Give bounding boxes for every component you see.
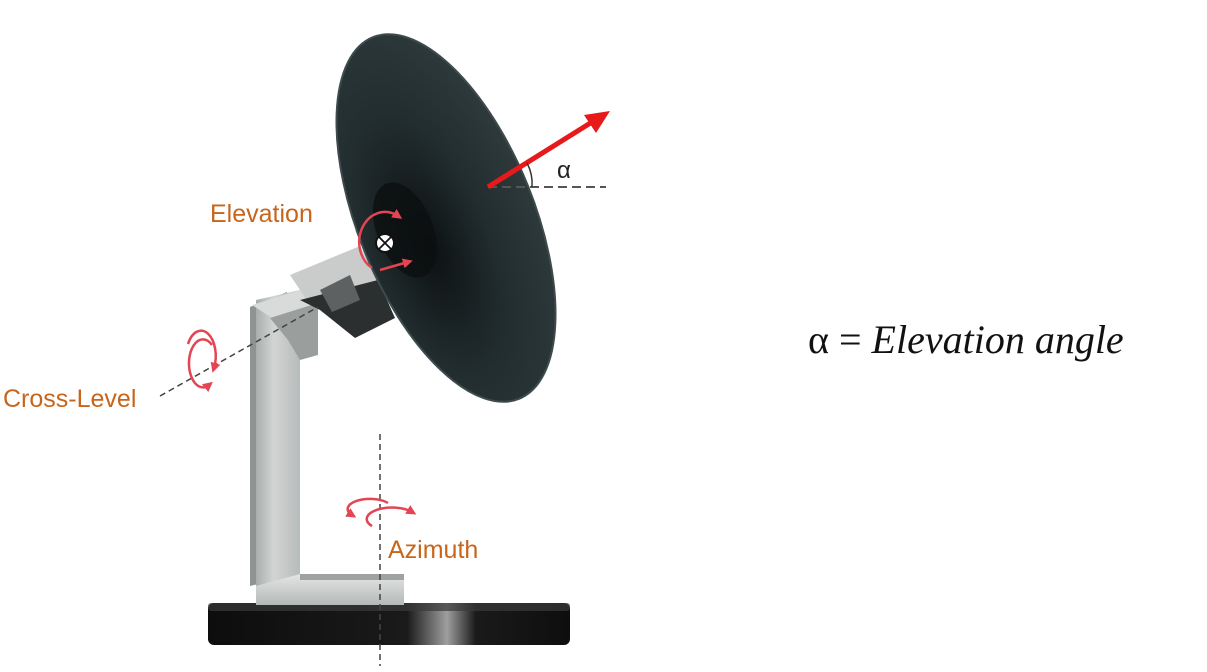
legend-text: Elevation angle (871, 317, 1124, 362)
azimuth-label: Azimuth (388, 536, 478, 564)
boresight-arrow-icon (486, 111, 610, 190)
elevation-rotation-icon (357, 209, 413, 272)
legend: α = Elevation angle (808, 317, 1124, 362)
legend-symbol: α (808, 317, 829, 362)
elevation-angle-arc (526, 162, 533, 188)
antenna-dish (335, 33, 557, 403)
elevation-label: Elevation (210, 200, 313, 228)
support-arm (250, 290, 404, 605)
pivot-cross-icon (375, 233, 395, 253)
cross-level-label: Cross-Level (3, 385, 136, 413)
cross-level-axis (159, 306, 319, 397)
base-plate (208, 603, 570, 645)
azimuth-rotation-icon (345, 497, 417, 528)
alpha-label: α (557, 157, 571, 184)
legend-equals: = (829, 317, 872, 362)
cross-level-rotation-icon (186, 329, 221, 393)
